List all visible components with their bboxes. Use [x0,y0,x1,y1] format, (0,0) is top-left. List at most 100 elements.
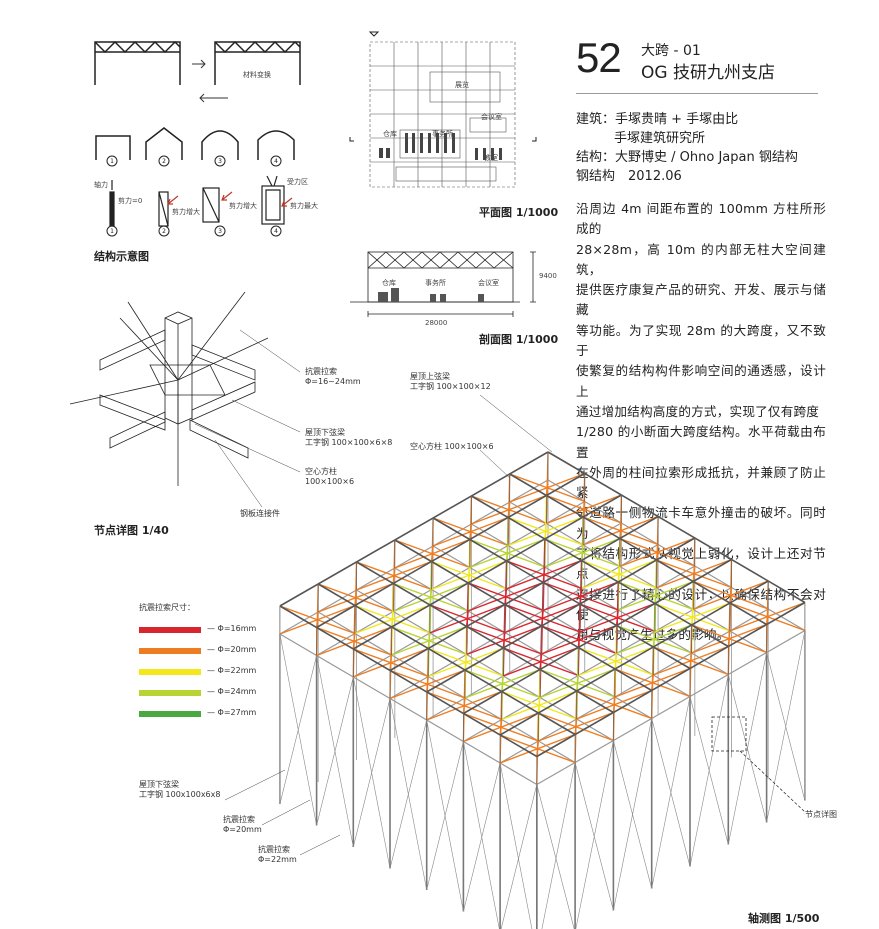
node-label-cable-size: Φ=16~24mm [305,377,361,386]
legend-label: — Φ=22mm [207,666,257,675]
wall-brace [426,741,464,891]
axo-label-bottom-chord: 屋顶下弦梁 工字钢 100x100x6x8 [139,780,220,800]
description-line: 在外周的柱间拉索形成抵抗，并兼顾了防止紧 [576,464,826,501]
cable [536,740,540,757]
cable [505,545,509,562]
cable [509,473,585,503]
label-leader [479,449,511,479]
axo-label-cable20-size: Φ=20mm [223,825,262,834]
cable [537,669,541,742]
axo-label-cable22: 抗震拉索 Φ=22mm [258,845,297,865]
cable [539,653,543,670]
description-line: 通过增加结构高度的方式，实现了仅有跨度 [576,403,820,419]
cable [540,582,544,655]
cable [574,718,578,735]
cable [353,648,429,678]
bottom-chord [279,479,549,635]
cable [352,633,356,650]
cable [469,538,546,568]
wall-brace [651,696,691,889]
step-number: 1 [110,228,114,235]
cable [689,652,693,669]
cable [542,538,546,611]
wall-brace [499,762,533,929]
legend-label: — Φ=20mm [207,645,257,654]
cable [392,567,396,584]
cable [432,517,509,547]
legend-swatch [139,690,201,696]
cable [614,668,691,698]
cable [501,690,577,720]
cable [509,472,585,503]
wall-brace [536,784,575,929]
node-detail-leader [739,750,806,813]
wall-brace [613,740,652,889]
cable [430,517,434,590]
section-label-warehouse: 仓库 [382,279,396,287]
cable [316,626,392,657]
legend-swatch [139,627,201,633]
top-chord [356,561,614,714]
cable [502,604,506,677]
cable [544,523,548,540]
cable [430,545,434,562]
cable [574,690,578,763]
cable [392,539,396,612]
cable [471,495,547,525]
plan-label-office: 事务所 [432,130,453,138]
cable [536,712,540,785]
description-line: 了将结构形式从视觉上弱化，设计上还对节点 [576,546,826,582]
cable [426,691,502,721]
cable [427,632,431,649]
description-line: 邻道路一侧物流卡车意外撞击的破坏。同时为 [576,505,826,541]
cable [537,697,541,714]
cable [391,626,467,656]
legend-swatch [139,648,201,654]
cable [431,560,507,591]
cable [356,561,432,591]
cable [544,495,548,568]
cable [501,647,504,720]
node-label-cable: 抗震拉索 Φ=16~24mm [305,367,361,387]
cable [465,610,469,627]
project-title: OG 技研九州支店 [641,63,775,83]
cable [353,647,429,678]
description-line: 用与视觉产生过多的影响。 [576,627,730,643]
label-leader [224,769,286,801]
cable [465,582,469,655]
cable [389,654,393,671]
cable [499,719,503,736]
caption-plan: 平面图 1/1000 [479,206,559,219]
axo-label-cable20-name: 抗震拉索 [223,815,255,824]
label-stress-zone: 受力区 [287,178,308,186]
cable [653,645,729,676]
plan-label-meeting: 会议室 [481,113,502,121]
cable [279,605,356,635]
cable [431,560,507,590]
legend-swatch [139,711,201,717]
wall-brace [426,719,464,912]
cable [426,676,429,693]
caption-node-detail: 节点详图 1/40 [94,524,169,537]
wall-brace [353,698,391,848]
wall-brace [316,655,354,848]
cable [507,501,511,518]
wall-brace [651,718,691,867]
wall-brace [613,718,652,911]
wall-brace [389,719,427,869]
step-number: 3 [218,228,222,235]
project-category: 大跨 - 01 [641,43,701,59]
plan-label-warehouse: 仓库 [383,130,397,138]
credit-architecture-1: 建筑：手塚贵晴 + 手塚由比 [576,112,739,127]
cable [390,583,394,656]
axo-label-cable20: 抗震拉索 Φ=20mm [223,815,262,835]
cable [504,588,508,605]
cable [506,559,582,590]
cable [506,560,582,590]
description-line: 等功能。为了实现 28m 的大跨度，又不致于 [576,322,826,359]
description-line: 1/280 的小断面大跨度结构。水平荷载由布置 [576,424,826,460]
legend-label: — Φ=16mm [207,624,257,633]
cable [545,451,549,524]
wall-brace [575,740,614,929]
wall-brace [389,698,427,891]
